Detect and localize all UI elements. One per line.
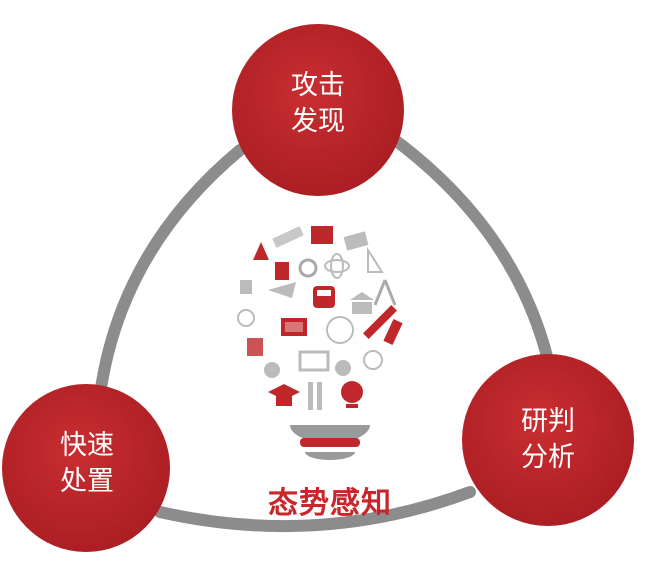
connector-bottom: [154, 486, 476, 533]
node-rapid-response: [2, 384, 170, 552]
center-title: 态势感知: [268, 486, 392, 521]
node-attack-discovery-label: 攻击 发现: [258, 68, 378, 140]
connector-top-right: [389, 134, 554, 366]
node-analysis-label: 研判 分析: [488, 404, 608, 476]
node-label-line: 攻击: [291, 70, 345, 101]
node-label-line: 发现: [291, 106, 345, 137]
node-label-line: 分析: [521, 442, 575, 473]
node-rapid-response-label: 快速 处置: [27, 428, 147, 500]
node-label-line: 快速: [60, 430, 114, 461]
node-attack-discovery: [232, 24, 404, 196]
connector-top-left: [94, 144, 246, 401]
node-analysis: [462, 354, 634, 526]
node-label-line: 研判: [521, 406, 575, 437]
lightbulb-icon: [237, 226, 403, 460]
node-label-line: 处置: [60, 466, 114, 497]
